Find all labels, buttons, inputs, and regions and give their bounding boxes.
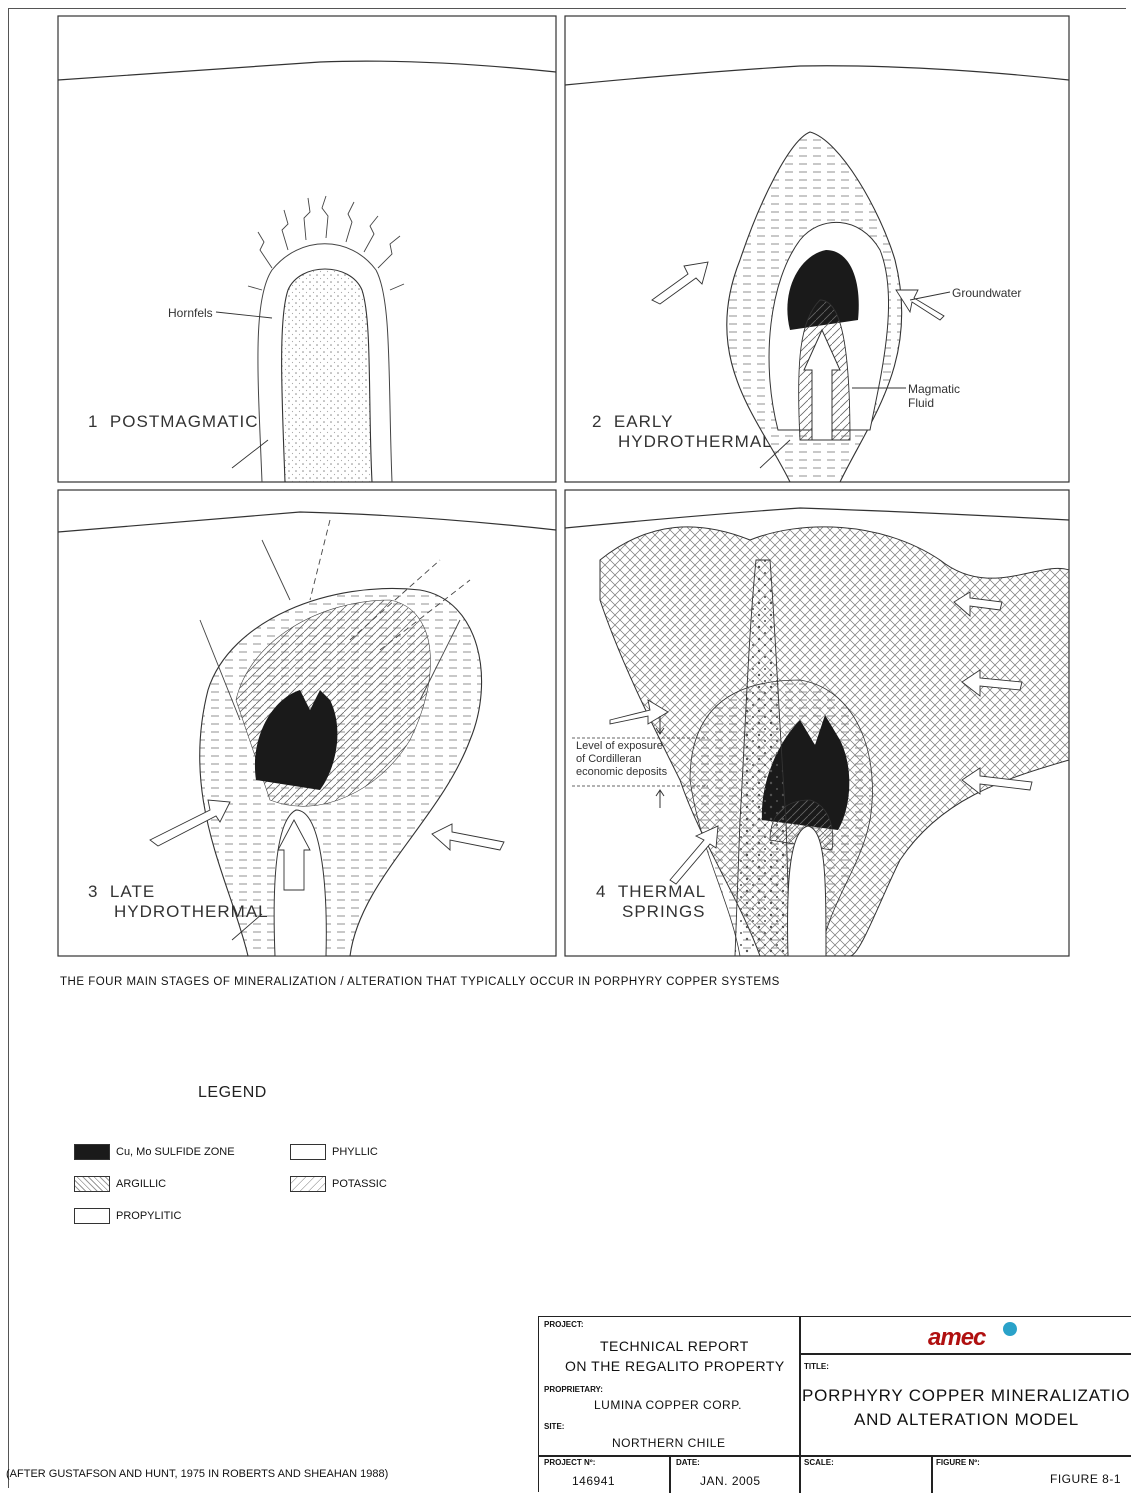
project-number-label: PROJECT Nº:	[544, 1458, 595, 1467]
legend-argillic: ARGILLIC	[74, 1176, 166, 1192]
proprietary-label: PROPRIETARY:	[544, 1385, 603, 1394]
panel-1-label: 1 POSTMAGMATIC	[88, 412, 259, 432]
legend-sulfide: Cu, Mo SULFIDE ZONE	[74, 1144, 235, 1160]
source-credit: (AFTER GUSTAFSON AND HUNT, 1975 IN ROBER…	[6, 1468, 388, 1480]
potassic-swatch	[290, 1176, 326, 1192]
legend-propylitic: PROPYLITIC	[74, 1208, 181, 1224]
site-value: NORTHERN CHILE	[612, 1436, 725, 1450]
date-value: JAN. 2005	[700, 1474, 761, 1488]
phyllic-swatch	[290, 1144, 326, 1160]
project-number-value: 146941	[572, 1474, 615, 1488]
title-label: TITLE:	[804, 1362, 829, 1371]
magmatic-fluid-label: MagmaticFluid	[908, 382, 960, 410]
proprietary-value: LUMINA COPPER CORP.	[594, 1398, 742, 1412]
scale-label: SCALE:	[804, 1458, 834, 1467]
project-line1: TECHNICAL REPORT	[600, 1338, 749, 1354]
date-label: DATE:	[676, 1458, 700, 1467]
figure-number-label: FIGURE Nº:	[936, 1458, 980, 1467]
drawing-title: PORPHYRY COPPER MINERALIZATIONAND ALTERA…	[802, 1384, 1131, 1432]
site-label: SITE:	[544, 1422, 564, 1431]
panel-2-label: 2 EARLY HYDROTHERMAL	[592, 412, 773, 452]
panel-4-label: 4 THERMAL SPRINGS	[596, 882, 706, 922]
amec-logo: amec	[928, 1324, 985, 1352]
groundwater-label: Groundwater	[952, 286, 1021, 300]
sulfide-swatch	[74, 1144, 110, 1160]
argillic-swatch	[74, 1176, 110, 1192]
exposure-level-label: Level of exposure of Cordilleran economi…	[576, 740, 667, 779]
amec-logo-globe-icon	[1003, 1322, 1017, 1336]
figure-caption: THE FOUR MAIN STAGES OF MINERALIZATION /…	[60, 976, 780, 988]
legend-title: LEGEND	[198, 1084, 267, 1102]
stage-diagrams	[0, 0, 1131, 1000]
propylitic-swatch	[74, 1208, 110, 1224]
project-label: PROJECT:	[544, 1320, 584, 1329]
panel-3-label: 3 LATE HYDROTHERMAL	[88, 882, 269, 922]
legend-potassic: POTASSIC	[290, 1176, 387, 1192]
legend-phyllic: PHYLLIC	[290, 1144, 378, 1160]
hornfels-label: Hornfels	[168, 306, 213, 320]
project-line2: ON THE REGALITO PROPERTY	[565, 1358, 785, 1374]
figure-number-value: FIGURE 8-1	[1050, 1472, 1121, 1486]
